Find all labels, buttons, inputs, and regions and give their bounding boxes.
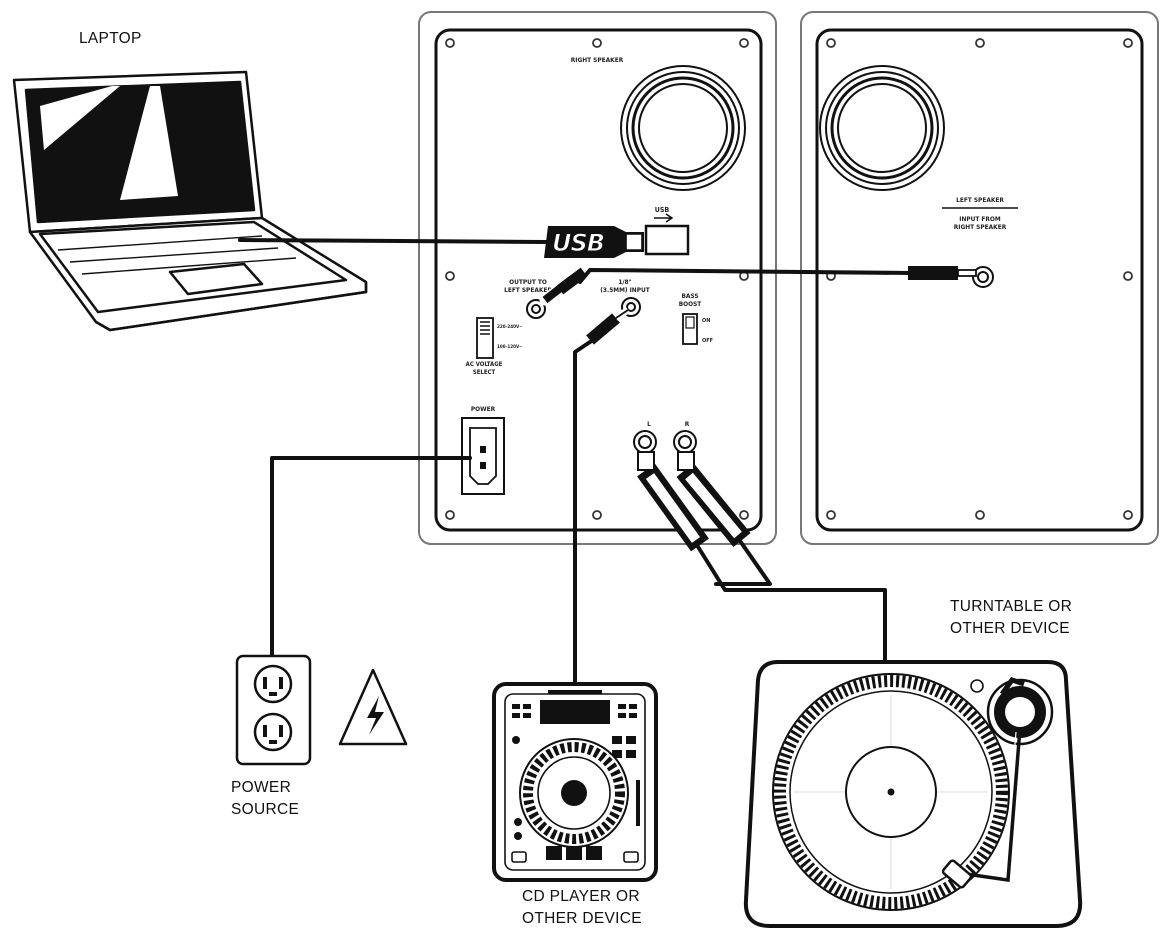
bass-on-label: ON — [702, 318, 710, 324]
aux-cable — [573, 336, 598, 688]
laptop-illustration — [12, 70, 368, 332]
power-source-caption-line1: POWER — [231, 779, 292, 796]
voltage-select-switch — [476, 317, 494, 359]
rca-plugs — [637, 451, 751, 552]
output-jack — [526, 299, 546, 319]
cables — [238, 238, 912, 688]
power-source-caption: POWER SOURCE — [231, 777, 299, 821]
left-input-jack — [972, 266, 994, 288]
usb-port-label: USB — [655, 206, 670, 214]
output-plug — [539, 267, 588, 306]
high-voltage-warning-icon — [338, 668, 408, 746]
power-outlet-icon — [235, 654, 312, 766]
rca-cable-right — [714, 536, 772, 586]
voltage-high-label: 220-240V~ — [497, 324, 523, 330]
left-input-label-line2: RIGHT SPEAKER — [954, 223, 1007, 231]
rca-right-label: R — [685, 420, 690, 428]
aux-label-line2: (3.5MM) INPUT — [600, 286, 649, 294]
left-input-plug — [908, 266, 977, 280]
turntable-caption: TURNTABLE OR OTHER DEVICE — [950, 596, 1072, 640]
power-cable — [270, 456, 472, 658]
bass-boost-label-line1: BASS — [681, 292, 698, 300]
cd-player-caption: CD PLAYER OR OTHER DEVICE — [522, 886, 642, 930]
power-source-caption-line2: SOURCE — [231, 801, 300, 818]
laptop-caption: LAPTOP — [79, 30, 142, 47]
usb-cable — [238, 238, 548, 244]
cd-player-caption-line1: CD PLAYER OR — [522, 888, 640, 905]
cd-player-caption-line2: OTHER DEVICE — [522, 910, 642, 927]
rca-jacks — [633, 430, 697, 454]
turntable-caption-line2: OTHER DEVICE — [950, 620, 1070, 637]
left-input-label-line1: INPUT FROM — [959, 215, 1001, 223]
bass-boost-label-line2: BOOST — [679, 300, 702, 308]
rca-cable-left — [693, 540, 887, 664]
output-label-line2: LEFT SPEAKER — [504, 286, 552, 294]
bass-port — [620, 65, 746, 191]
turntable-caption-line1: TURNTABLE OR — [950, 598, 1073, 615]
usb-port — [644, 224, 690, 256]
left-speaker-back-panel: LEFT SPEAKER INPUT FROM RIGHT SPEAKER — [800, 11, 1159, 545]
turntable-illustration — [743, 660, 1083, 928]
voltage-low-label: 100-120V~ — [497, 344, 523, 350]
rca-left-label: L — [647, 420, 651, 428]
power-inlet-label: POWER — [471, 405, 496, 413]
voltage-label-line1: AC VOLTAGE — [466, 361, 503, 368]
right-speaker-back-panel: RIGHT SPEAKER USB OUTPUT TO LEFT SPEAKER… — [418, 11, 777, 545]
left-speaker-title: LEFT SPEAKER — [956, 196, 1004, 204]
bass-off-label: OFF — [702, 338, 713, 344]
output-label-line1: OUTPUT TO — [509, 278, 547, 286]
right-speaker-title: RIGHT SPEAKER — [571, 56, 624, 64]
usb-logo: USB — [552, 229, 604, 257]
aux-plug — [586, 307, 630, 345]
usb-symbol-icon — [654, 213, 674, 223]
voltage-label-line2: SELECT — [473, 369, 496, 376]
usb-plug: USB — [544, 226, 644, 258]
cd-player-illustration — [492, 682, 658, 882]
left-bass-port — [819, 65, 945, 191]
aux-label-line1: 1/8" — [618, 278, 631, 286]
screw-group — [445, 38, 749, 520]
